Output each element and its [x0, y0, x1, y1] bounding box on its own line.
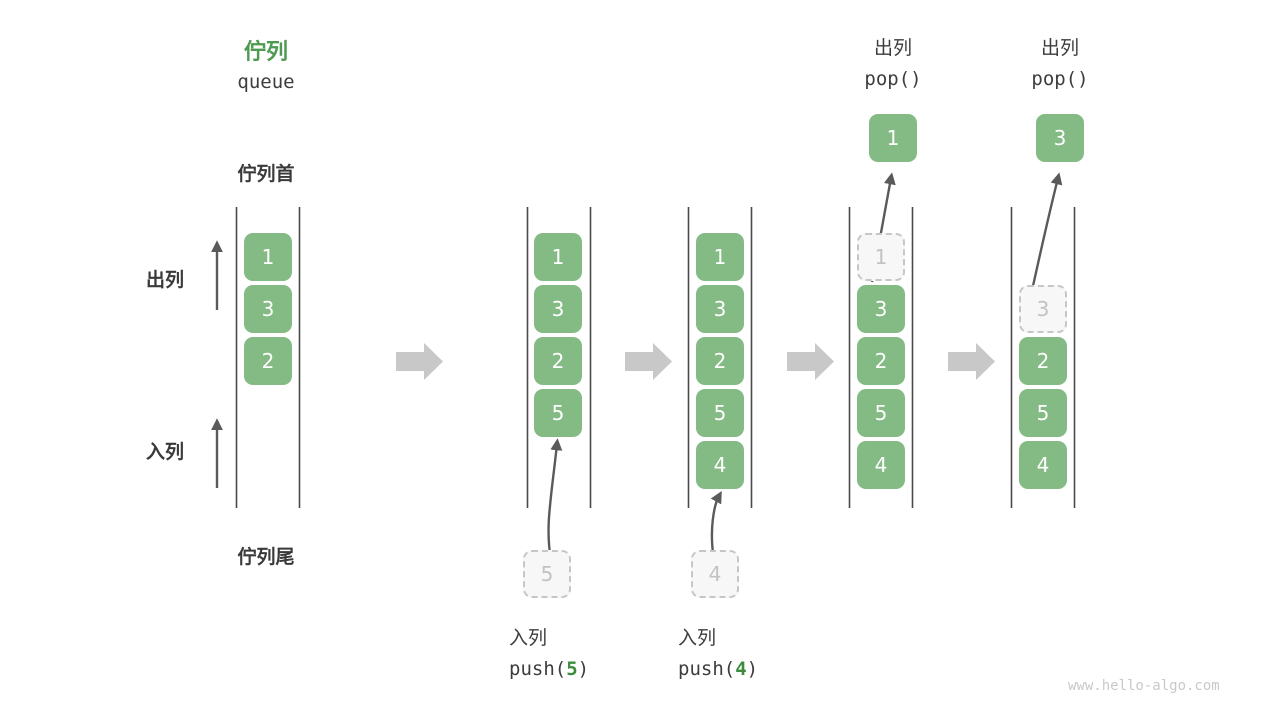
queue-cell: 1: [534, 233, 582, 281]
queue-tail-label: 佇列尾: [237, 546, 295, 568]
transition-arrow-3: [787, 343, 834, 380]
push-4-code-prefix: push(: [678, 658, 736, 680]
queue-cell: 2: [244, 337, 292, 385]
push-5-code-value: 5: [566, 658, 578, 680]
queue-cell: 5: [696, 389, 744, 437]
queue-cell: 5: [1019, 389, 1067, 437]
queue-cell: 4: [1019, 441, 1067, 489]
push-direction-label: 入列: [145, 441, 184, 463]
pending-push-cell: 4: [691, 550, 739, 598]
queue-cell: 2: [534, 337, 582, 385]
push-4-code-suffix: ): [746, 658, 759, 680]
removed-queue-cell: 1: [857, 233, 905, 281]
pop-1-caption-cn: 出列: [873, 37, 912, 59]
push-5-caption-cn: 入列: [509, 627, 548, 649]
push-4-code-value: 4: [735, 658, 747, 680]
pop-3-caption-code: pop(): [1031, 68, 1089, 90]
queue-cell: 2: [857, 337, 905, 385]
push-5-code-suffix: ): [577, 658, 590, 680]
watermark-label: www.hello-algo.com: [1068, 678, 1220, 694]
transition-arrow-2: [625, 343, 672, 380]
pop-direction-label: 出列: [145, 269, 184, 291]
queue-cell: 5: [534, 389, 582, 437]
transition-arrow-4: [948, 343, 995, 380]
pop-1-caption-code: pop(): [864, 68, 922, 90]
push-4-caption-code: push(4): [678, 658, 758, 680]
queue-cell: 3: [244, 285, 292, 333]
push-5-caption-code: push(5): [509, 658, 589, 680]
popped-cell: 1: [869, 114, 917, 162]
queue-cell: 2: [1019, 337, 1067, 385]
pending-push-cell: 5: [523, 550, 571, 598]
queue-head-label: 佇列首: [237, 163, 295, 185]
queue-cell: 1: [696, 233, 744, 281]
queue-cell: 3: [534, 285, 582, 333]
diagram-title-cn: 佇列: [243, 40, 288, 65]
push-5-insert-arrow-icon: [547, 438, 563, 561]
queue-cell: 4: [696, 441, 744, 489]
transition-arrow-1: [396, 343, 443, 380]
queue-cell: 3: [857, 285, 905, 333]
push-4-caption-cn: 入列: [678, 627, 717, 649]
queue-cell: 5: [857, 389, 905, 437]
popped-cell: 3: [1036, 114, 1084, 162]
pop-3-caption-cn: 出列: [1040, 37, 1079, 59]
removed-queue-cell: 3: [1019, 285, 1067, 333]
queue-cell: 1: [244, 233, 292, 281]
diagram-title-en: queue: [237, 71, 295, 93]
queue-cell: 3: [696, 285, 744, 333]
queue-cell: 2: [696, 337, 744, 385]
queue-cell: 4: [857, 441, 905, 489]
push-5-code-prefix: push(: [509, 658, 567, 680]
